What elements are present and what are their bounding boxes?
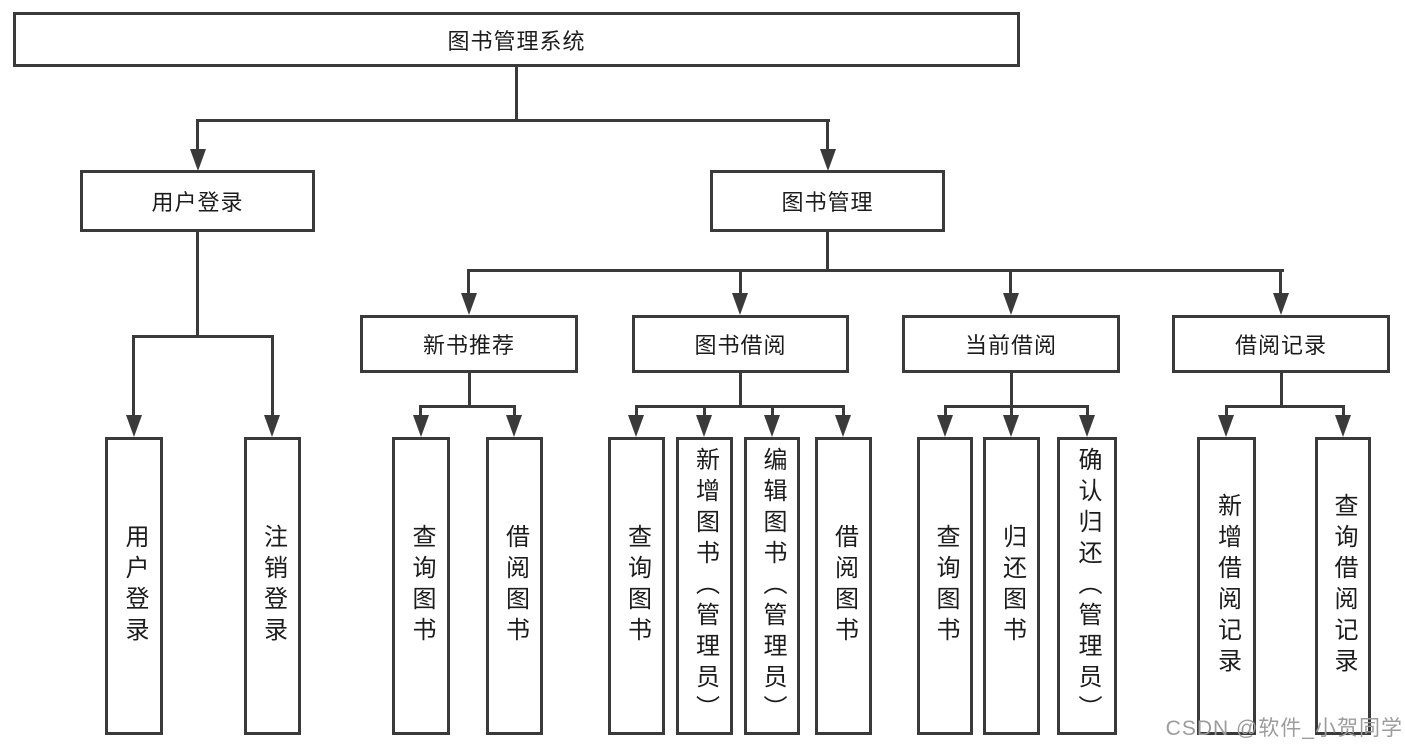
leaf-borrow-books-borrowing: 借阅图书 [815, 437, 872, 735]
line [1279, 269, 1282, 295]
leaf-query-books-borrowing-label: 查询图书 [623, 524, 651, 648]
leaf-borrow-books-borrowing-label: 借阅图书 [830, 524, 858, 648]
node-borrow-records-label: 借阅记录 [1234, 333, 1327, 358]
arrowhead [190, 149, 206, 171]
line [1225, 405, 1345, 408]
line [944, 405, 947, 417]
arrowhead [1273, 293, 1289, 315]
arrowhead [764, 415, 780, 437]
line [1010, 371, 1013, 408]
node-user-login: 用户登录 [80, 170, 315, 232]
node-current-borrowing: 当前借阅 [902, 315, 1120, 373]
node-root: 图书管理系统 [13, 12, 1020, 67]
leaf-add-borrow-record-label: 新增借阅记录 [1213, 493, 1241, 679]
arrowhead [264, 415, 280, 437]
leaf-return-books: 归还图书 [983, 437, 1040, 735]
line [132, 335, 135, 417]
line [196, 119, 199, 153]
leaf-query-borrow-record-label: 查询借阅记录 [1330, 493, 1357, 679]
node-user-login-label: 用户登录 [151, 190, 244, 215]
leaf-query-books-recommend-label: 查询图书 [408, 524, 435, 648]
arrowhead [732, 293, 748, 315]
line [419, 405, 516, 408]
arrowhead [1335, 415, 1351, 437]
leaf-add-borrow-record: 新增借阅记录 [1197, 437, 1256, 735]
line [944, 405, 1089, 408]
leaf-add-books-admin-label: 新增图书（管理员） [691, 446, 719, 726]
leaf-add-books-admin: 新增图书（管理员） [676, 437, 733, 735]
node-book-management: 图书管理 [710, 170, 945, 232]
leaf-confirm-return-admin: 确认归还（管理员） [1057, 437, 1117, 735]
line [826, 230, 829, 272]
arrowhead [413, 415, 429, 437]
arrowhead [506, 415, 522, 437]
arrowhead [937, 415, 953, 437]
line [467, 269, 1284, 272]
line [467, 269, 470, 295]
line [196, 119, 830, 122]
line [419, 405, 422, 417]
line [1010, 405, 1013, 417]
leaf-logout-label: 注销登录 [259, 524, 287, 648]
line [635, 405, 638, 417]
line [826, 119, 829, 153]
line [842, 405, 845, 417]
arrowhead [461, 293, 477, 315]
line [196, 230, 199, 338]
arrowhead [1003, 293, 1019, 315]
line [271, 335, 274, 417]
leaf-user-login: 用户登录 [105, 437, 163, 735]
leaf-query-books-current: 查询图书 [917, 437, 973, 735]
line [468, 371, 471, 408]
node-book-borrowing: 图书借阅 [632, 315, 849, 373]
arrowhead [1003, 415, 1019, 437]
arrowhead [835, 415, 851, 437]
line [635, 405, 845, 408]
leaf-query-books-borrowing: 查询图书 [608, 437, 665, 735]
leaf-query-borrow-record: 查询借阅记录 [1315, 437, 1371, 735]
line [739, 269, 742, 295]
leaf-query-books-recommend: 查询图书 [392, 437, 450, 735]
node-book-borrowing-label: 图书借阅 [694, 333, 787, 358]
leaf-confirm-return-admin-label: 确认归还（管理员） [1074, 446, 1101, 726]
line [513, 405, 516, 417]
leaf-return-books-label: 归还图书 [998, 524, 1026, 648]
leaf-borrow-books-recommend: 借阅图书 [486, 437, 543, 735]
line [132, 335, 274, 338]
line [1342, 405, 1345, 417]
arrowhead [628, 415, 644, 437]
node-current-borrowing-label: 当前借阅 [964, 333, 1057, 358]
leaf-query-books-current-label: 查询图书 [932, 524, 959, 648]
line [771, 405, 774, 417]
arrowhead [820, 149, 836, 171]
line [739, 371, 742, 408]
leaf-edit-books-admin: 编辑图书（管理员） [744, 437, 800, 735]
node-new-book-recommend-label: 新书推荐 [422, 333, 515, 358]
node-book-management-label: 图书管理 [781, 190, 874, 215]
line [515, 65, 518, 122]
line [1225, 405, 1228, 417]
leaf-edit-books-admin-label: 编辑图书（管理员） [759, 446, 786, 726]
line [1009, 269, 1012, 295]
arrowhead [126, 415, 142, 437]
arrowhead [1079, 415, 1095, 437]
csdn-watermark: CSDN @软件_小贺同学 [1165, 717, 1403, 740]
arrowhead [696, 415, 712, 437]
line [1086, 405, 1089, 417]
leaf-logout: 注销登录 [244, 437, 301, 735]
node-root-label: 图书管理系统 [447, 28, 586, 54]
line [703, 405, 706, 417]
arrowhead [1218, 415, 1234, 437]
node-new-book-recommend: 新书推荐 [360, 315, 578, 373]
node-borrow-records: 借阅记录 [1172, 315, 1390, 373]
leaf-borrow-books-recommend-label: 借阅图书 [501, 524, 529, 648]
leaf-user-login-label: 用户登录 [121, 524, 148, 648]
line [1280, 371, 1283, 408]
